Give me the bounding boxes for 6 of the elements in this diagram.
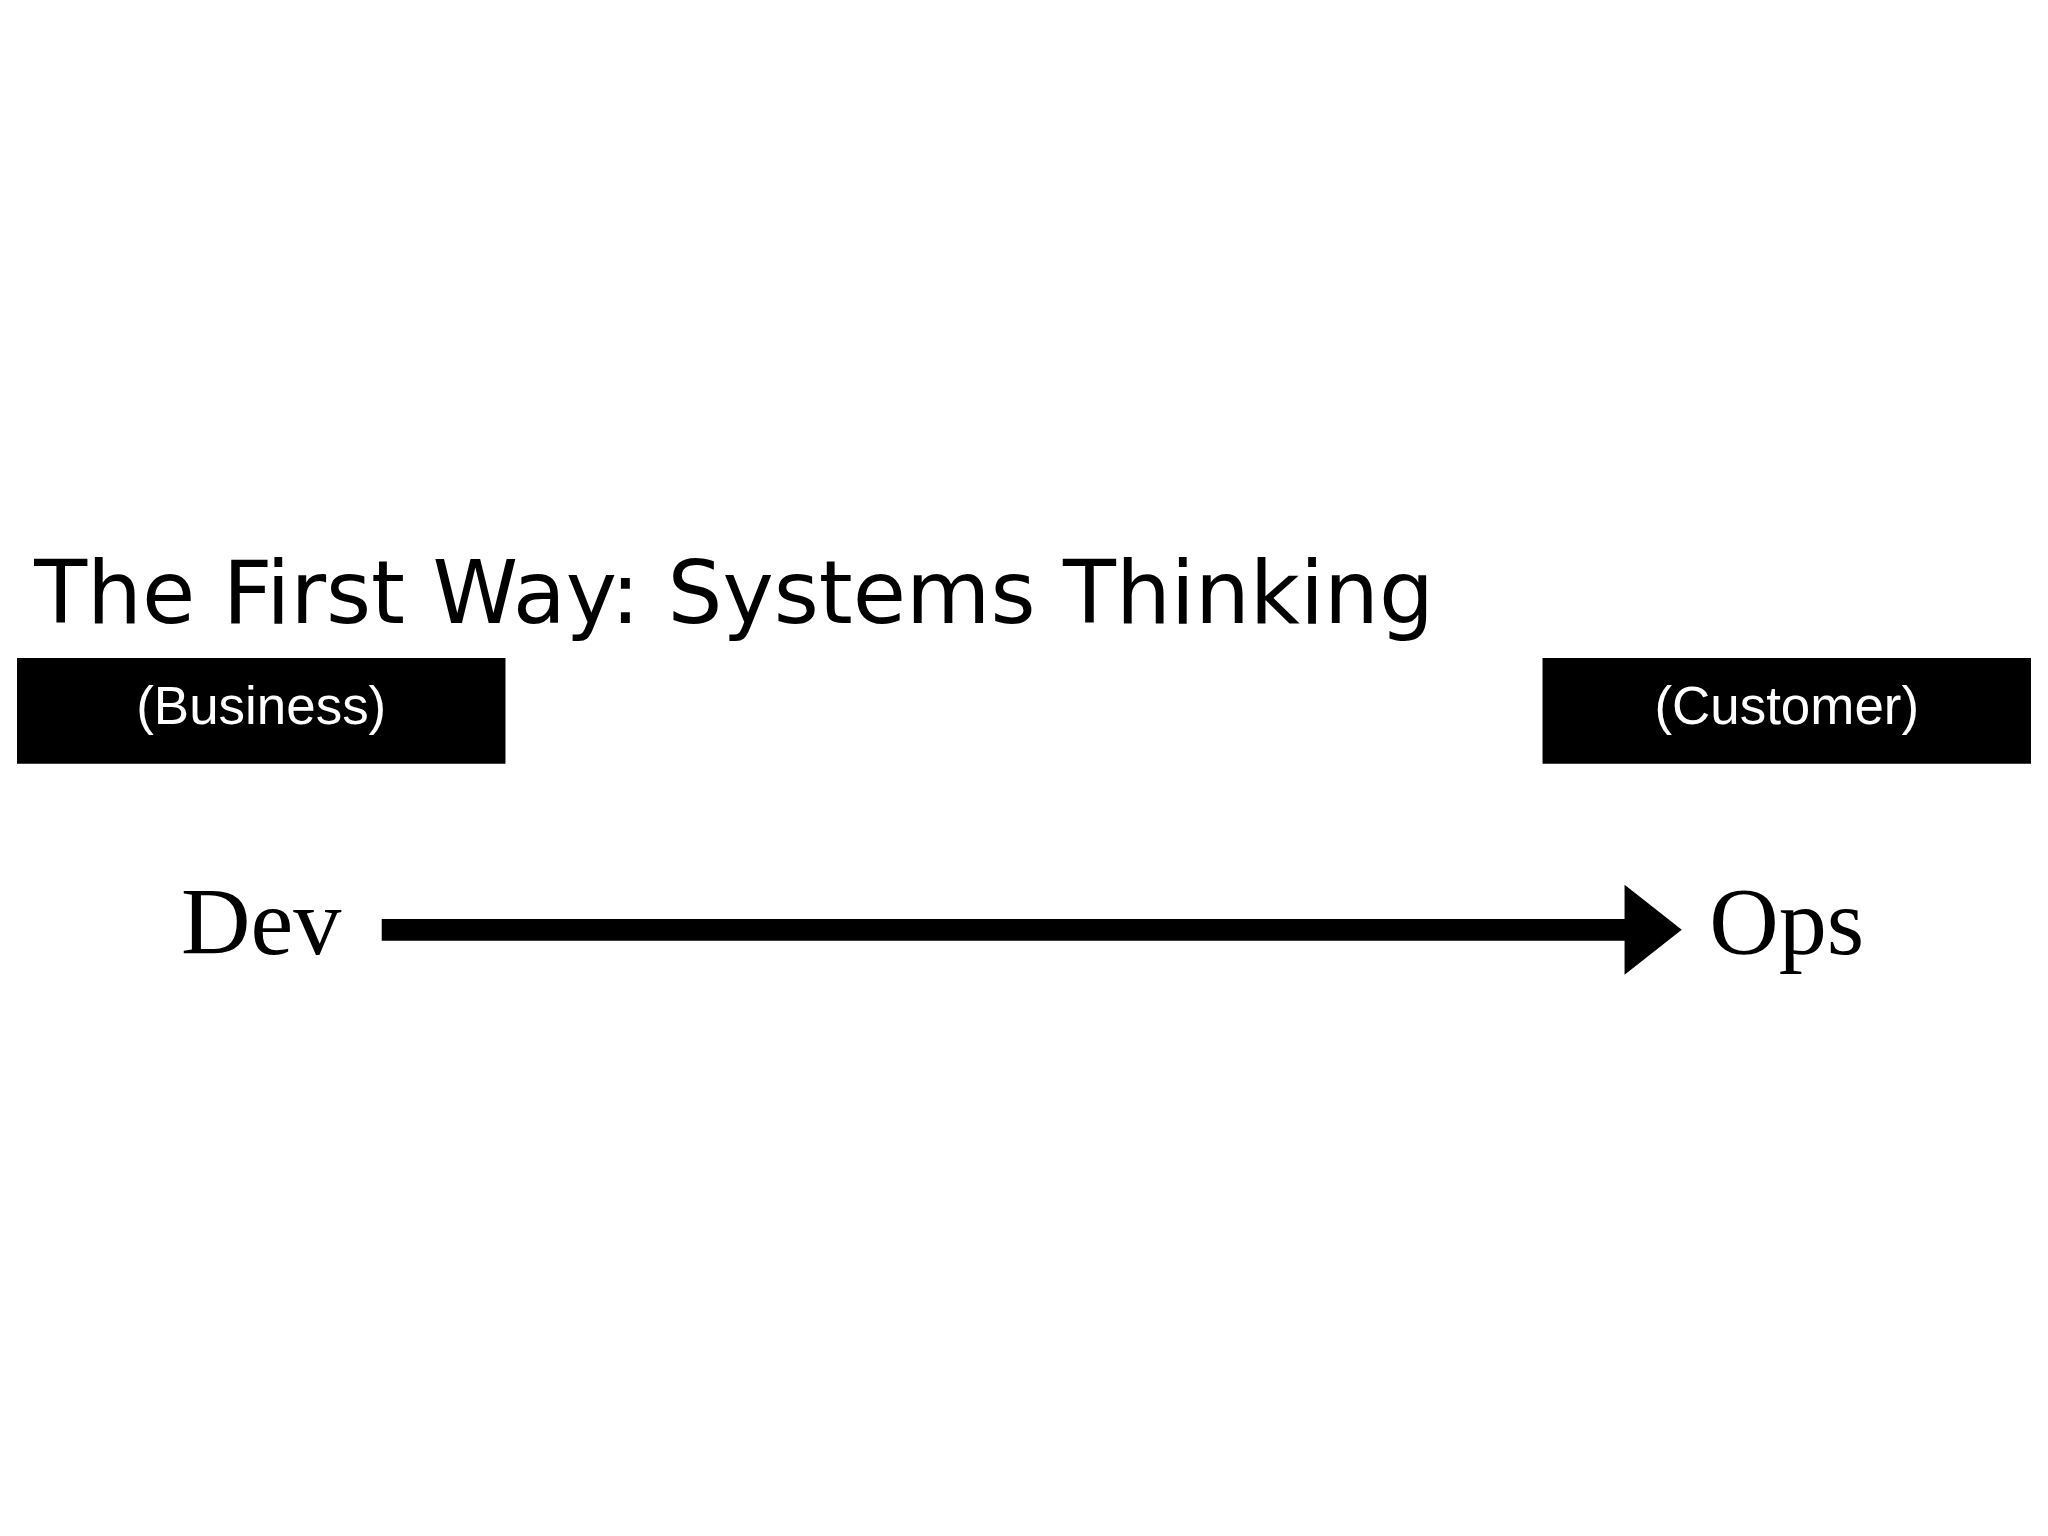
node-text: Dev	[181, 867, 342, 975]
node-box: (Customer)	[1542, 657, 2031, 764]
diagram-title: The First Way: Systems Thinking	[34, 542, 1434, 643]
node-text: Ops	[1709, 867, 1865, 975]
arrow	[381, 884, 1682, 975]
node-box: (Business)	[17, 657, 506, 764]
